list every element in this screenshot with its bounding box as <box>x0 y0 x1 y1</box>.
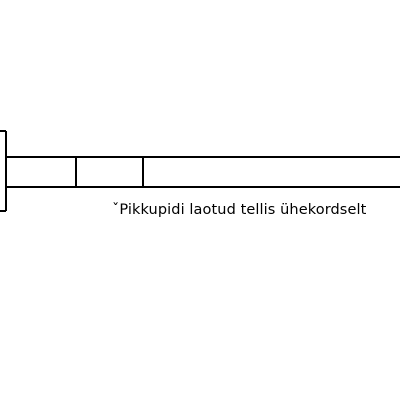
brick-1 <box>5 156 77 188</box>
brick-2 <box>75 156 144 188</box>
diagram-caption: ˇPikkupidi laotud tellis ühekordselt <box>112 202 367 218</box>
